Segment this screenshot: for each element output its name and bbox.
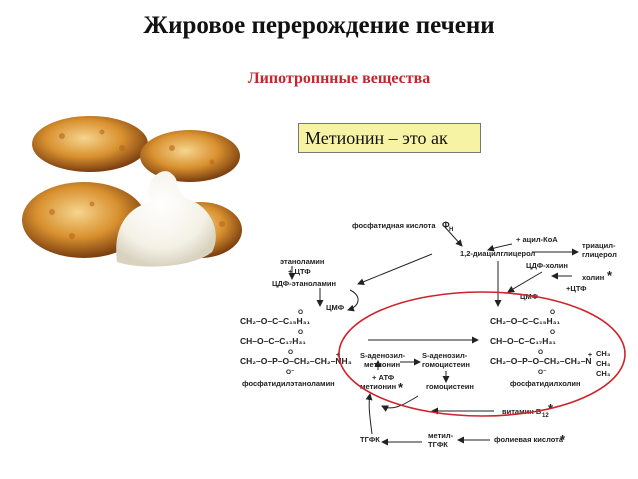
methionine-callout: Метионин – это ак — [298, 123, 481, 153]
label-pe-name: фосфатидилэтаноламин — [242, 379, 335, 388]
methylation-highlight-ellipse — [338, 291, 626, 417]
pe-o3: O — [288, 349, 293, 356]
label-atp: + АТФ — [372, 373, 395, 382]
label-fn-sub: Н — [449, 227, 453, 233]
pc-o1: O — [550, 309, 555, 316]
label-ctp: + ЦТФ — [288, 267, 311, 276]
pe-o2: O — [298, 329, 303, 336]
pc-o3: O — [538, 349, 543, 356]
lipotropic-pathway-diagram: фосфатидная кислота Ф Н + ацил-КоА 1,2-д… — [240, 220, 626, 449]
arrow-pa-dag — [443, 225, 463, 247]
label-acyl-coa: + ацил-КоА — [516, 235, 558, 244]
arrow-cmp-left — [347, 289, 359, 312]
label-sam-1: S-аденозил- — [360, 351, 406, 360]
label-triacylglycerol-2: глицерол — [582, 250, 617, 259]
label-b12-sub: 12 — [542, 413, 549, 419]
pc-row1: CH₂–O–C–C₁₅H₃₁ — [490, 316, 561, 326]
label-cmp-left: ЦМФ — [326, 303, 345, 312]
label-ctp2: +ЦТФ — [566, 284, 587, 293]
pancake-3 — [22, 182, 146, 258]
pc-o2: O — [550, 329, 555, 336]
slide-subtitle: Липотропнные вещества — [247, 70, 431, 87]
label-methionine: метионин — [360, 382, 396, 391]
label-pc-name: фосфатидилхолин — [510, 379, 581, 388]
sour-cream — [116, 171, 216, 267]
arrow-thfa-met — [365, 393, 373, 435]
star-folic: * — [560, 432, 566, 447]
label-folic-acid: фолиевая кислота — [494, 435, 564, 444]
label-cmp-right: ЦМФ — [520, 292, 539, 301]
label-cdp-ethanolamine: ЦДФ-этаноламин — [272, 279, 336, 288]
pc-ch3-2: CH₃ — [596, 359, 611, 368]
food-photo — [22, 116, 242, 267]
label-methyl-thfa-2: ТГФК — [428, 440, 448, 449]
label-sah-2: гомоцистеин — [422, 360, 470, 369]
label-ethanolamine: этаноламин — [280, 257, 324, 266]
star-choline: * — [607, 268, 613, 283]
pancake-1 — [32, 116, 148, 172]
pc-row2: CH–O–C–C₁₇H₃₁ — [490, 336, 556, 346]
label-phosphatidic-acid: фосфатидная кислота — [352, 221, 436, 230]
pe-o1: O — [298, 309, 303, 316]
pc-ch3-1: CH₃ — [596, 349, 611, 358]
label-thfa: ТГФК — [360, 435, 380, 444]
label-sam-2: метионин — [364, 360, 400, 369]
label-cdp-choline: ЦДФ-холин — [526, 261, 568, 270]
pc-plus: + — [588, 352, 592, 359]
label-vitamin-b12: витамин B — [502, 407, 542, 416]
arrow-dag-pe — [357, 253, 433, 285]
pc-row3: CH₂–O–P–O–CH₂–CH₂–N — [490, 356, 592, 366]
pe-row2: CH–O–C–C₁₇H₃₁ — [240, 336, 306, 346]
pe-o-minus: O⁻ — [286, 369, 295, 376]
slide-title: Жировое перерождение печени — [143, 12, 495, 39]
label-homocysteine: гомоцистеин — [426, 382, 474, 391]
star-methionine: * — [398, 380, 404, 395]
label-triacylglycerol-1: триацил- — [582, 241, 616, 250]
pe-row1: CH₂–O–C–C₁₅H₃₁ — [240, 316, 311, 326]
label-sah-1: S-аденозил- — [422, 351, 468, 360]
pc-ch3-3: CH₃ — [596, 369, 611, 378]
label-methyl-thfa-1: метил- — [428, 431, 454, 440]
pc-o-minus: O⁻ — [538, 369, 547, 376]
pe-row3: CH₂–O–P–O–CH₂–CH₂–NH₃ — [240, 356, 352, 366]
arrow-cdpcholine — [507, 271, 543, 293]
arrow-acylcoa — [487, 243, 513, 252]
arrow-homo-met — [381, 395, 419, 412]
pancake-2 — [140, 130, 240, 182]
label-diacylglycerol: 1,2-диацилглицерол — [460, 249, 536, 258]
label-choline: холин — [582, 273, 604, 282]
label-fn: Ф — [442, 220, 450, 230]
pe-plus: + — [336, 352, 340, 359]
